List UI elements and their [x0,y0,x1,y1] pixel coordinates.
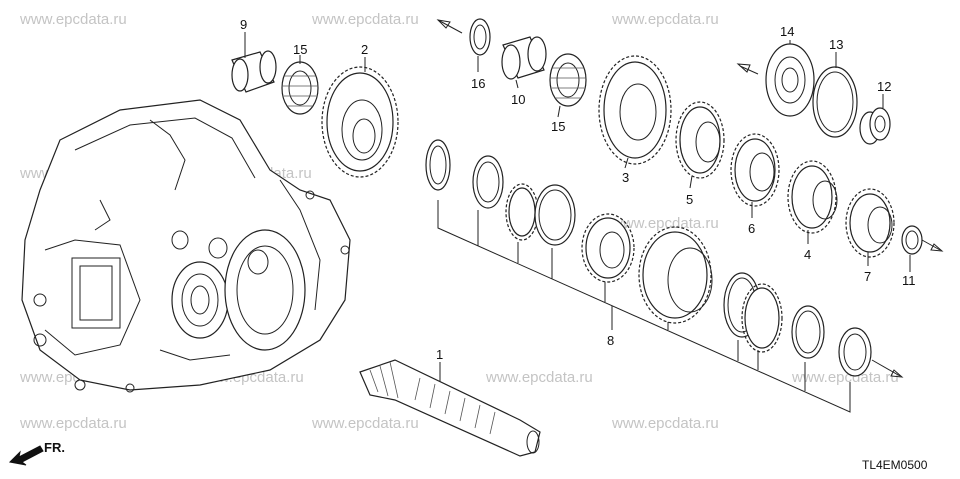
watermark: www.epcdata.ru [791,369,899,386]
front-direction-marker: FR. [8,440,65,466]
callout-2: 2 [361,42,368,57]
callout-12: 12 [877,79,891,94]
watermark: www.epcdata.ru [485,369,593,386]
callout-10: 10 [511,92,525,107]
watermark: www.epcdata.ru [611,215,719,232]
callout-14: 14 [780,24,794,39]
part-2-gear [321,66,399,178]
callout-labels: 9 15 2 16 10 15 3 5 14 13 12 6 4 7 11 8 … [240,17,916,362]
watermark: www.epcdata.ru [311,415,419,432]
callout-15: 15 [551,119,565,134]
part-15-needle-bearing-2 [549,53,587,107]
part-6-gear [730,133,780,207]
mainshaft [359,359,541,457]
part-3-gear [598,55,672,165]
axis-arrows [436,19,944,378]
callout-5: 5 [686,192,693,207]
front-label: FR. [44,440,65,455]
callout-3: 3 [622,170,629,185]
part-16-ring [469,18,491,56]
watermark: www.epcdata.ru [19,11,127,28]
callout-16: 16 [471,76,485,91]
part-9-collar [231,50,277,93]
part-11-washer [901,225,923,255]
part-4-gear [787,160,838,234]
diagram-code: TL4EM0500 [862,458,928,472]
watermark: www.epcdata.ru [611,11,719,28]
callout-8: 8 [607,333,614,348]
part-12-nut [859,107,891,145]
part-7-gear [845,188,895,258]
callout-7: 7 [864,269,871,284]
callout-11: 11 [902,273,916,288]
part-10-collar [501,36,547,80]
callout-9: 9 [240,17,247,32]
part-15-needle-bearing [281,61,319,115]
callout-1: 1 [436,347,443,362]
transmission-case [21,99,351,393]
watermark: www.epcdata.ru [311,11,419,28]
part-14-ball-bearing [765,43,815,117]
callout-15: 15 [293,42,307,57]
part-8-synchro-assembly [425,139,872,413]
watermark: www.epcdata.ru [611,415,719,432]
part-5-gear [675,101,725,179]
callout-6: 6 [748,221,755,236]
part-13-snap-ring [812,66,858,138]
watermark: www.epcdata.ru [19,415,127,432]
leader-lines [244,32,911,382]
callout-13: 13 [829,37,843,52]
callout-4: 4 [804,247,811,262]
